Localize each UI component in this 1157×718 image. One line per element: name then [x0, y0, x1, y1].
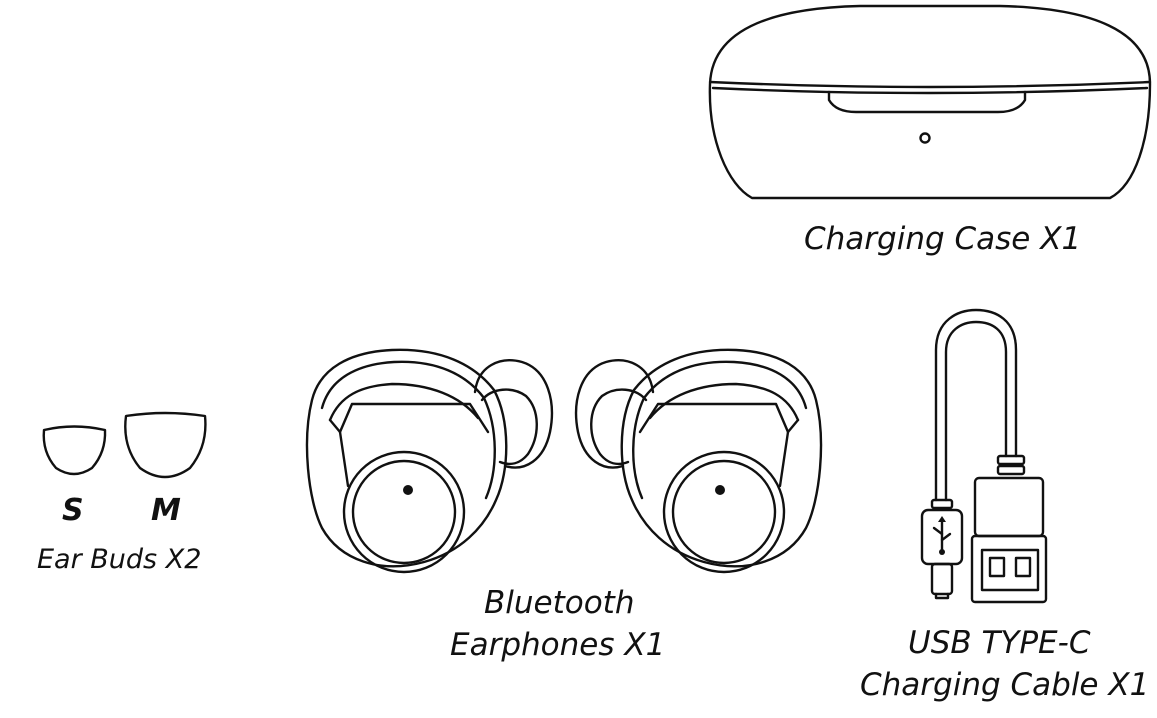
- usb-symbol-icon: [932, 516, 952, 555]
- cable-label-line2: Charging Cable X1: [860, 667, 1150, 703]
- charging-case-icon: [708, 4, 1152, 200]
- usb-cable-icon: [920, 308, 1048, 604]
- earphone-right-icon: [574, 348, 823, 574]
- earphones-label-line1: Bluetooth: [484, 585, 635, 621]
- size-medium-label: M: [151, 493, 181, 528]
- ear-tip-small-icon: [42, 425, 107, 476]
- earphones-label-line2: Earphones X1: [450, 627, 666, 663]
- earphone-left-icon: [305, 348, 554, 574]
- ear-tip-medium-icon: [124, 411, 207, 479]
- size-small-label: S: [62, 493, 84, 528]
- cable-label-line1: USB TYPE-C: [908, 625, 1091, 661]
- charging-case-label: Charging Case X1: [804, 221, 1082, 257]
- ear-buds-label: Ear Buds X2: [37, 544, 202, 575]
